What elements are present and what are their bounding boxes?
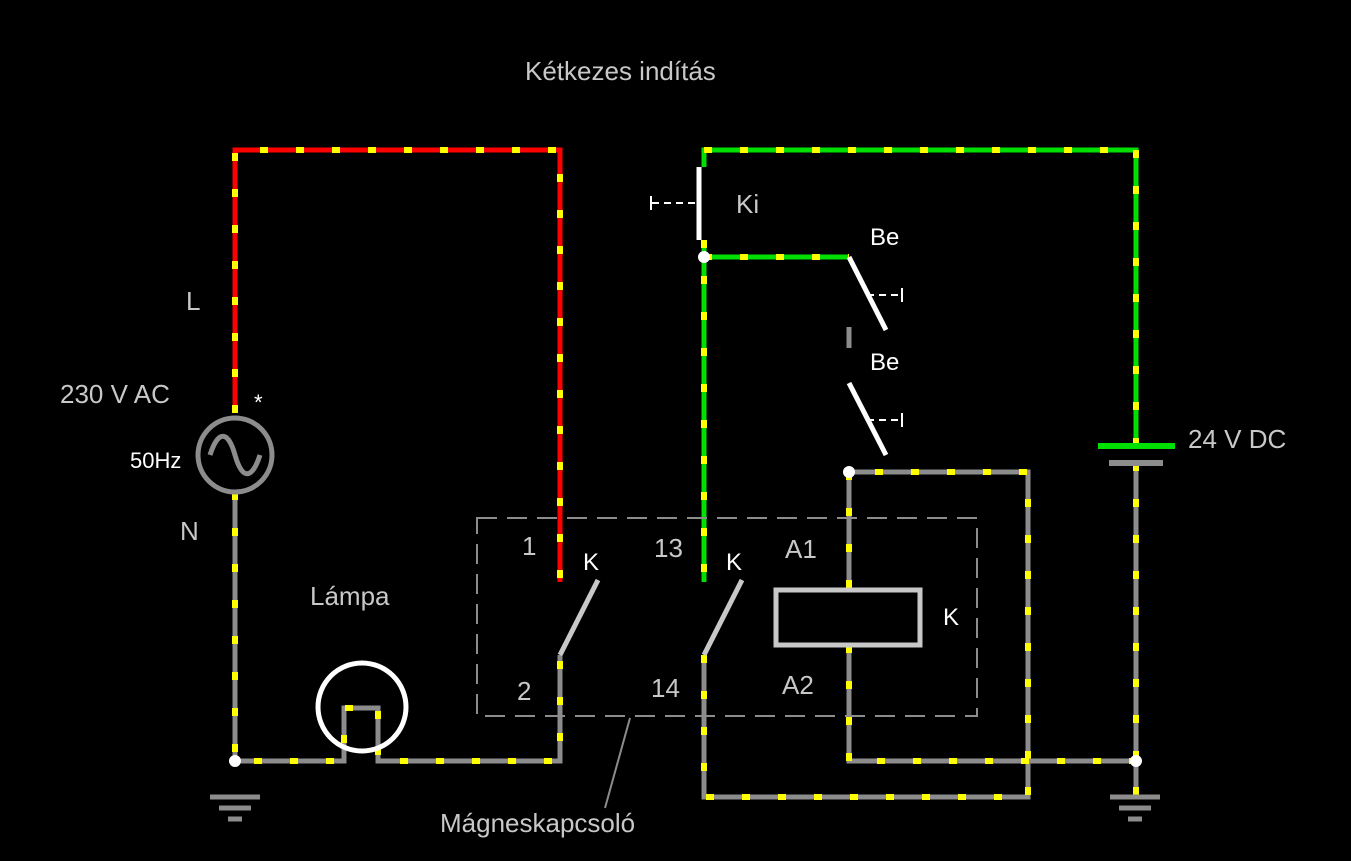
- sine-wave-icon: [207, 433, 263, 477]
- coil-name: K: [943, 604, 959, 631]
- junction-node-ac-ground: [229, 755, 241, 767]
- coil-terminal-a2: A2: [782, 670, 814, 700]
- dc-voltage-label: 24 V DC: [1188, 424, 1286, 454]
- contactor-coil[interactable]: [773, 587, 923, 648]
- lamp-bulb-icon: [315, 660, 409, 754]
- main-terminal-1: 1: [522, 531, 536, 561]
- stop-button-label: Ki: [736, 189, 759, 219]
- ac-voltage-source[interactable]: [195, 415, 275, 495]
- ac-voltage-label: 230 V AC: [60, 379, 170, 409]
- contactor-leader-line: [604, 717, 631, 809]
- start-pushbutton-1[interactable]: [846, 255, 903, 332]
- coil-terminal-a1: A1: [785, 534, 817, 564]
- ground-symbol-left: [210, 794, 260, 822]
- aux-terminal-13: 13: [654, 533, 683, 563]
- wire-self-hold-current-dots: [701, 469, 1031, 800]
- main-terminal-2: 2: [517, 676, 531, 706]
- start-button-2-label: Be: [870, 349, 899, 376]
- junction-node-coil-feed: [843, 466, 855, 478]
- wire-self-hold[interactable]: [701, 469, 1031, 800]
- ac-source-symbol: [195, 415, 275, 495]
- wire-ac-neutral-current-dots: [232, 492, 563, 764]
- main-contact-blade[interactable]: [557, 578, 601, 657]
- wire-coil-return-current-dots: [846, 645, 1136, 764]
- start-pushbutton-2[interactable]: [846, 327, 903, 457]
- junction-node-stop-start: [698, 251, 710, 263]
- ac-frequency-label: 50Hz: [130, 448, 181, 473]
- start-button-1-label: Be: [870, 224, 899, 251]
- wire-coil-return[interactable]: [846, 645, 1136, 764]
- dc-voltage-source[interactable]: [1098, 443, 1175, 466]
- main-contact-name: K: [583, 549, 599, 576]
- phase-label: L: [186, 286, 200, 316]
- wires-layer: [232, 147, 1139, 800]
- wire-dc-positive-current-dots: [701, 147, 1139, 446]
- lamp-label: Lámpa: [310, 581, 390, 611]
- wire-ac-live[interactable]: [232, 147, 563, 582]
- polarity-mark: *: [254, 390, 263, 415]
- aux-terminal-14: 14: [651, 673, 680, 703]
- start1-contact-blade: [846, 255, 889, 332]
- contactor-enclosure[interactable]: [476, 517, 978, 717]
- aux-contact-name: K: [726, 549, 742, 576]
- wire-dc-positive[interactable]: [701, 147, 1139, 446]
- aux-contact-blade[interactable]: [701, 578, 745, 657]
- neutral-label: N: [180, 516, 199, 546]
- wire-ac-neutral[interactable]: [232, 492, 563, 764]
- diagram-title: Kétkezes indítás: [525, 56, 716, 86]
- junction-node-dc-ground: [1130, 755, 1142, 767]
- contactor-label: Mágneskapcsoló: [440, 808, 635, 838]
- stop-pushbutton[interactable]: [650, 167, 702, 240]
- lamp[interactable]: [315, 660, 409, 754]
- ground-symbol-right: [1110, 794, 1160, 822]
